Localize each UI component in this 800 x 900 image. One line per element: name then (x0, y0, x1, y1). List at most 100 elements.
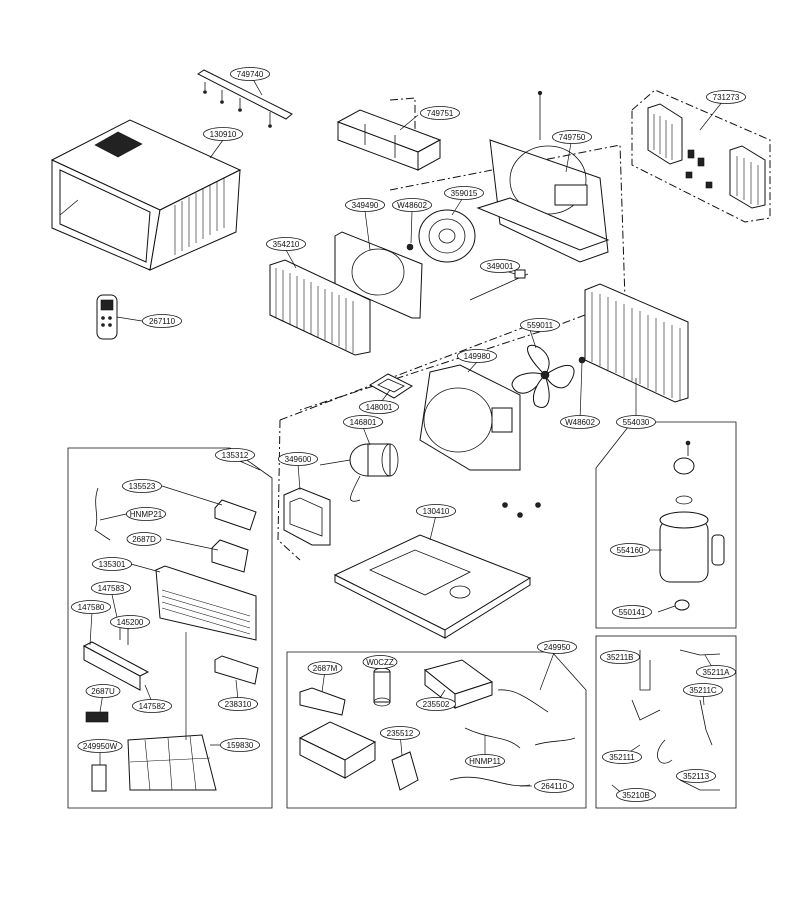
callout-label: 35211A (703, 668, 731, 677)
callout-135312: 135312 (214, 448, 255, 462)
callout-label: 149980 (464, 352, 491, 361)
callout-264110: 264110 (534, 779, 575, 793)
callout-147583: 147583 (91, 581, 132, 595)
evaporator-coil-part (269, 259, 371, 356)
callout-label: 35211B (607, 653, 634, 662)
callout-label: 550141 (619, 608, 646, 617)
callout-label: 349600 (285, 455, 312, 464)
callout-2687m: 2687M (307, 661, 343, 675)
callout-label: 554160 (617, 546, 644, 555)
callout-35211b: 35211B (600, 650, 641, 664)
callout-label: 145200 (117, 618, 144, 627)
compressor-part (659, 440, 725, 611)
callout-label: 349490 (352, 201, 379, 210)
callout-label: W48602 (565, 418, 595, 427)
callout-label: 2687U (91, 687, 115, 696)
callout-749740: 749740 (229, 67, 270, 81)
callout-label: 359015 (451, 189, 478, 198)
callout-label: 135523 (129, 482, 156, 491)
callout-label: 554030 (623, 418, 650, 427)
callout-label: 749751 (427, 109, 454, 118)
callout-352111: 352111 (602, 750, 643, 764)
callout-130910: 130910 (202, 127, 243, 141)
callout-label: 349001 (487, 262, 514, 271)
callout-554030: 554030 (616, 415, 657, 429)
evaporator-shroud-part (476, 90, 610, 263)
callout-145200: 145200 (110, 615, 151, 629)
callout-label: 749740 (237, 70, 264, 79)
callout-label: 146801 (350, 418, 377, 427)
cabinet-sleeve-part (50, 119, 242, 271)
callout-label: 35210B (622, 791, 650, 800)
callout-label: 749750 (559, 133, 586, 142)
callout-label: 352111 (609, 753, 635, 762)
callout-label: 130910 (210, 130, 237, 139)
callout-235512: 235512 (379, 726, 420, 740)
callout-354210: 354210 (265, 237, 306, 251)
callout-249950w: 249950W (77, 739, 123, 753)
callout-label: 264110 (541, 782, 568, 791)
callout-label: 148001 (366, 403, 393, 412)
callout-label: 249950 (544, 643, 571, 652)
callout-label: 147582 (139, 702, 166, 711)
hex-nut-part (406, 243, 414, 251)
motor-bracket-part (368, 373, 413, 399)
callout-554160: 554160 (610, 543, 651, 557)
callout-label: 731273 (713, 93, 740, 102)
callout-label: 2687M (313, 664, 338, 673)
callout-w48602: W48602 (391, 198, 432, 212)
blower-wheel-part (418, 209, 476, 263)
callout-749750: 749750 (552, 130, 593, 144)
callout-159830: 159830 (219, 738, 260, 752)
condenser-fan-part (511, 344, 575, 408)
callout-hnmp21: HNMP21 (126, 507, 167, 521)
electrical-parts (298, 659, 576, 791)
bracket-kit-part (647, 103, 766, 209)
callout-35210b: 35210B (616, 788, 657, 802)
callout-label: HNMP11 (469, 757, 501, 766)
callout-349001: 349001 (479, 259, 520, 273)
base-pan-part (333, 502, 541, 639)
top-rail-part (197, 69, 293, 128)
callout-35211c: 35211C (683, 683, 724, 697)
callout-149980: 149980 (456, 349, 497, 363)
callout-label: 354210 (273, 240, 300, 249)
callout-label: 159830 (227, 741, 254, 750)
callout-147580: 147580 (71, 600, 112, 614)
callout-147582: 147582 (131, 699, 172, 713)
callout-352113: 352113 (676, 769, 717, 783)
callout-label: 2687D (132, 535, 156, 544)
condenser-coil-part (584, 283, 689, 403)
callout-label: 147580 (78, 603, 105, 612)
remote-control-part (96, 294, 118, 340)
callout-label: 352113 (683, 772, 710, 781)
callout-label: 235502 (423, 700, 450, 709)
callout-146801: 146801 (342, 415, 383, 429)
callout-label: 130410 (423, 507, 450, 516)
callout-349490: 349490 (344, 198, 385, 212)
callout-label: 559011 (527, 321, 554, 330)
callout-label: W48602 (397, 201, 427, 210)
callout-148001: 148001 (358, 400, 399, 414)
fan-shroud-part (419, 364, 521, 471)
callout-w48602: W48602 (560, 415, 601, 429)
section-boxes (67, 421, 737, 809)
callout-label: HNMP21 (130, 510, 163, 519)
callout-35211a: 35211A (696, 665, 737, 679)
callout-135301: 135301 (92, 557, 133, 571)
callout-hnmp11: HNMP11 (464, 754, 505, 768)
callout-731273: 731273 (706, 90, 747, 104)
callout-749751: 749751 (419, 106, 460, 120)
callout-label: 267110 (149, 317, 176, 326)
callout-label: 135312 (222, 451, 249, 460)
callout-label: 235512 (387, 729, 414, 738)
callout-label: 35211C (689, 686, 717, 695)
callout-label: 249950W (83, 742, 118, 751)
callout-label: 147583 (98, 584, 125, 593)
callout-359015: 359015 (443, 186, 484, 200)
callout-2687u: 2687U (85, 684, 121, 698)
drain-rod-part (469, 269, 529, 301)
callout-w0czz: W0CZZ (362, 655, 398, 669)
